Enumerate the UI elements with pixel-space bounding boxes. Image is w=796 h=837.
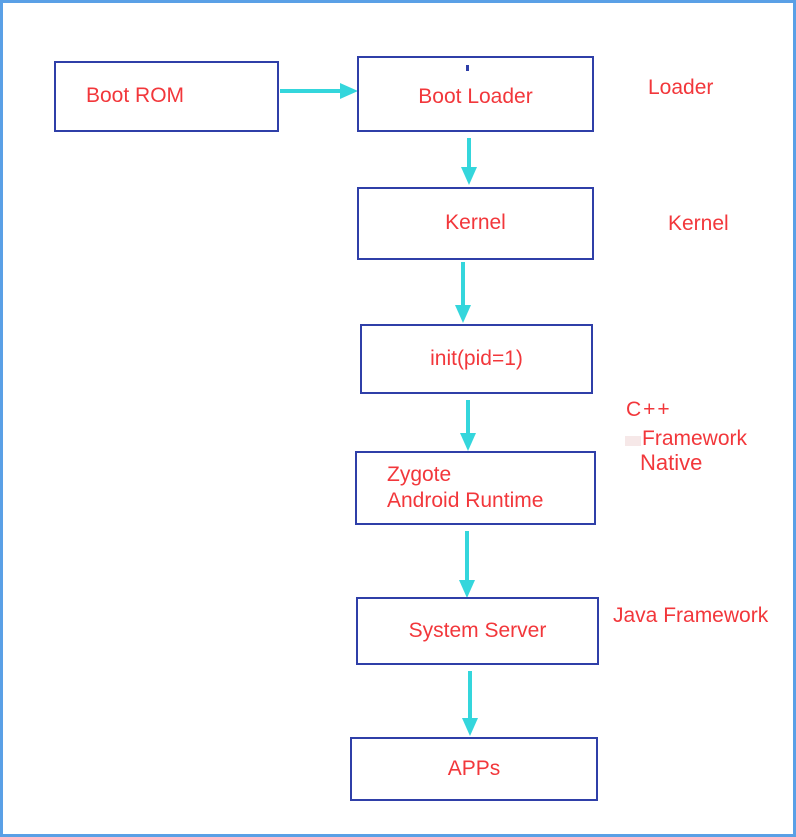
node-kernel: Kernel <box>357 187 594 260</box>
node-apps: APPs <box>350 737 598 801</box>
layer-label-loader: Loader <box>648 76 714 99</box>
label-smudge <box>625 436 641 446</box>
node-apps-label: APPs <box>447 756 501 780</box>
node-zygote: Zygote Android Runtime <box>355 451 596 525</box>
node-init: init(pid=1) <box>360 324 593 394</box>
layer-label-framework: Framework <box>642 427 748 450</box>
arrow-bootrom-to-bootloader <box>280 83 358 99</box>
node-init-label: init(pid=1) <box>430 346 523 370</box>
arrow-zygote-to-systemserver <box>459 531 475 598</box>
layer-label-java-framework: Java Framework <box>613 604 769 627</box>
arrow-kernel-to-init <box>455 262 471 323</box>
node-system-server-label: System Server <box>408 618 547 642</box>
node-zygote-label-line2: Android Runtime <box>387 489 544 512</box>
boot-loader-mark <box>466 65 469 71</box>
layer-label-cpp: C++ <box>626 398 672 421</box>
arrow-init-to-zygote <box>460 400 476 451</box>
node-kernel-label: Kernel <box>445 211 506 235</box>
node-boot-loader: Boot Loader <box>357 56 594 132</box>
layer-label-kernel: Kernel <box>668 212 729 235</box>
layer-label-native: Native <box>640 450 703 475</box>
arrow-systemserver-to-apps <box>462 671 478 736</box>
node-boot-rom: Boot ROM <box>54 61 279 132</box>
node-system-server: System Server <box>356 597 599 665</box>
node-boot-loader-label: Boot Loader <box>418 84 533 108</box>
node-boot-rom-label: Boot ROM <box>86 84 185 108</box>
arrow-bootloader-to-kernel <box>461 138 477 185</box>
node-zygote-label-line1: Zygote <box>387 462 452 486</box>
